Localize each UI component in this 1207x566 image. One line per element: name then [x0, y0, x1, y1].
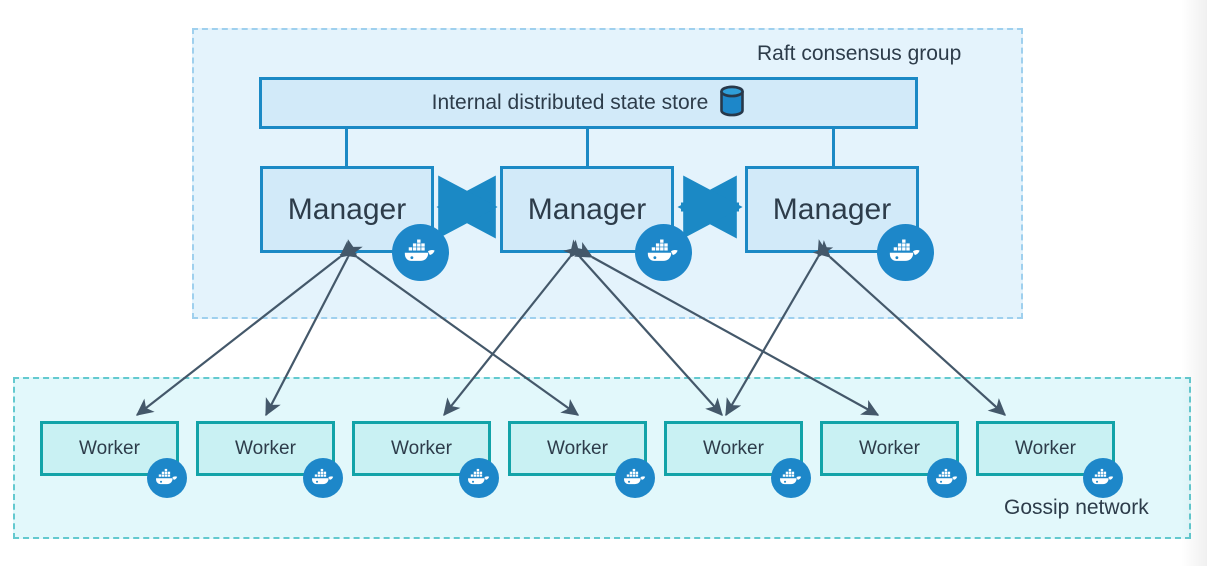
- store-manager-connector-3: [832, 129, 835, 167]
- worker-node-2[interactable]: Worker: [196, 421, 335, 476]
- worker-label: Worker: [391, 437, 452, 459]
- raft-group-label: Raft consensus group: [757, 42, 962, 65]
- store-manager-connector-1: [345, 129, 348, 167]
- gossip-group-label: Gossip network: [1004, 496, 1149, 519]
- internal-state-store-node[interactable]: Internal distributed state store: [259, 77, 918, 129]
- docker-whale-icon: [771, 458, 811, 498]
- worker-label: Worker: [79, 437, 140, 459]
- docker-whale-icon: [147, 458, 187, 498]
- docker-whale-icon: [1083, 458, 1123, 498]
- state-store-label: Internal distributed state store: [431, 91, 709, 114]
- docker-whale-icon: [615, 458, 655, 498]
- worker-label: Worker: [859, 437, 920, 459]
- docker-whale-icon: [392, 224, 449, 281]
- docker-whale-icon: [635, 224, 692, 281]
- store-manager-connector-2: [586, 129, 589, 167]
- database-icon: [719, 85, 745, 122]
- worker-label: Worker: [703, 437, 764, 459]
- worker-node-3[interactable]: Worker: [352, 421, 491, 476]
- worker-label: Worker: [1015, 437, 1076, 459]
- manager-node-1[interactable]: Manager: [260, 166, 434, 253]
- manager-label: Manager: [287, 192, 407, 226]
- manager-label: Manager: [772, 192, 892, 226]
- manager-label: Manager: [527, 192, 647, 226]
- docker-whale-icon: [927, 458, 967, 498]
- docker-whale-icon: [877, 224, 934, 281]
- worker-label: Worker: [235, 437, 296, 459]
- worker-label: Worker: [547, 437, 608, 459]
- docker-whale-icon: [459, 458, 499, 498]
- docker-whale-icon: [303, 458, 343, 498]
